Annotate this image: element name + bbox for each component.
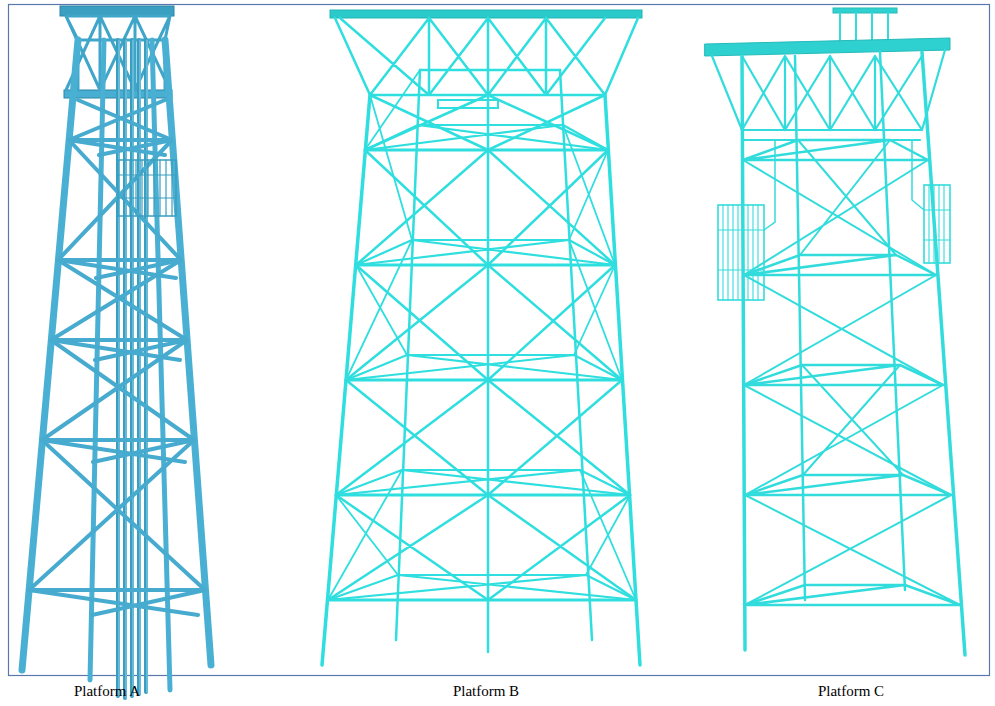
figure-frame — [9, 5, 990, 676]
platform-label: Platform C — [818, 682, 884, 700]
platform-c-model — [705, 8, 965, 655]
platform-b-model — [322, 10, 642, 665]
platform-label: Platform A — [74, 682, 140, 700]
platform-label: Platform B — [453, 682, 519, 700]
platform-a-model — [22, 6, 211, 698]
